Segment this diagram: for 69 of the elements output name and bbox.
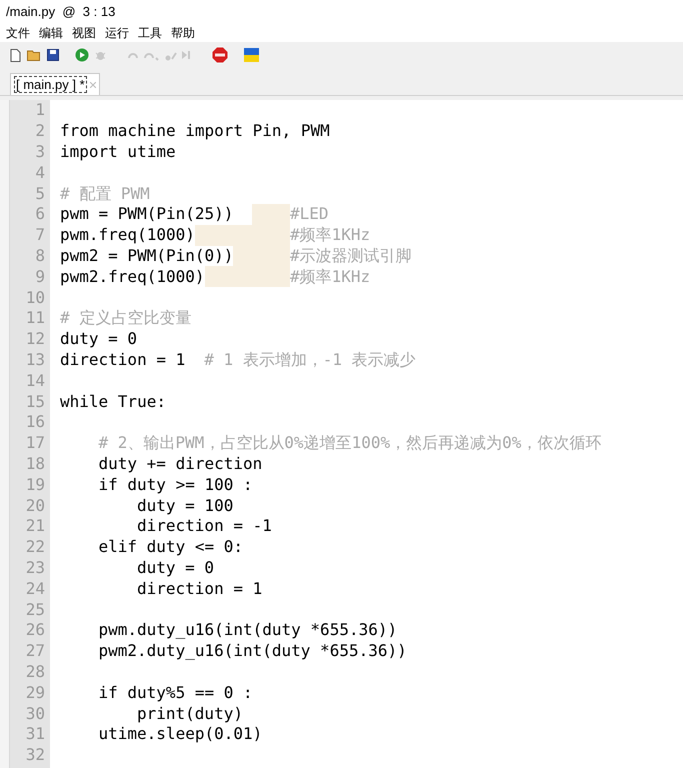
line-number: 2 [35, 120, 45, 142]
line-number: 12 [26, 328, 45, 350]
line-number: 26 [26, 619, 45, 642]
code-comment: # 定义占空比变量 [60, 307, 192, 330]
line-number: 8 [35, 245, 45, 267]
line-number: 16 [26, 411, 45, 434]
code-line: pwm2 = PWM(Pin(0)) [60, 245, 234, 267]
menu-item: 编辑 [39, 25, 63, 42]
code-comment: #频率1KHz [290, 266, 370, 288]
menu-item: 运行 [105, 25, 129, 42]
line-number: 4 [35, 162, 45, 184]
line-number: 6 [35, 203, 45, 226]
code-line: duty = 100 [137, 494, 234, 517]
menu-item: 文件 [6, 25, 30, 42]
code-line: pwm2.duty_u16(int(duty *655.36)) [98, 640, 407, 662]
code-line: elif duty <= 0: [98, 536, 243, 558]
code-line: import utime [60, 141, 176, 163]
code-comment: # 配置 PWM [60, 182, 150, 205]
line-number: 10 [26, 286, 45, 309]
line-number: 15 [26, 390, 45, 413]
code-comment: #频率1KHz [290, 224, 370, 246]
editor-tab: [ main.py ] * [10, 73, 100, 95]
line-number: 11 [26, 307, 45, 330]
code-line: duty += direction [98, 453, 262, 475]
line-number: 13 [26, 349, 45, 371]
menu-item: 帮助 [171, 25, 195, 42]
line-number: 30 [26, 702, 45, 725]
line-number: 29 [26, 682, 45, 704]
line-number: 32 [26, 744, 45, 766]
menu-item: 工具 [138, 25, 162, 42]
code-line: if duty >= 100 : [98, 474, 253, 496]
line-number: 28 [26, 661, 45, 683]
line-number: 20 [26, 494, 45, 517]
line-number: 9 [35, 266, 45, 288]
line-number: 27 [26, 640, 45, 662]
code-line: pwm2.freq(1000) [60, 266, 204, 288]
line-number: 18 [26, 453, 45, 475]
code-line: print(duty) [137, 702, 243, 725]
code-line: direction = 1 [60, 349, 186, 371]
line-number: 24 [26, 578, 45, 600]
code-comment: # 2、输出PWM，占空比从0%递增至100%，然后再递减为0%，依次循环 [98, 432, 602, 454]
line-number: 31 [26, 723, 45, 746]
line-number: 5 [35, 182, 45, 205]
line-number: 25 [26, 598, 45, 621]
code-line: duty = 0 [137, 557, 214, 579]
line-number: 22 [26, 536, 45, 558]
line-number: 23 [26, 557, 45, 579]
code-comment: #LED [290, 203, 329, 226]
line-number: 19 [26, 474, 45, 496]
code-line: if duty%5 == 0 : [98, 682, 253, 704]
code-comment: # 1 表示增加，-1 表示减少 [204, 349, 416, 371]
code-line: from machine import Pin, PWM [60, 120, 330, 142]
line-number: 21 [26, 515, 45, 538]
code-line: pwm.duty_u16(int(duty *655.36)) [98, 619, 398, 642]
menu-item: 视图 [72, 25, 96, 42]
code-line: direction = 1 [137, 578, 262, 600]
window-title: /main.py @ 3 : 13 [6, 3, 116, 22]
code-line: utime.sleep(0.01) [98, 723, 262, 746]
line-number: 7 [35, 224, 45, 246]
code-comment: #示波器测试引脚 [290, 245, 412, 267]
code-line: direction = -1 [137, 515, 272, 538]
code-line: pwm.freq(1000) [60, 224, 195, 246]
line-number: 3 [35, 141, 45, 163]
line-number: 1 [35, 99, 45, 122]
code-line: while True: [60, 390, 166, 413]
code-line: pwm = PWM(Pin(25)) [60, 203, 234, 226]
code-line: duty = 0 [60, 328, 138, 350]
line-number: 14 [26, 370, 45, 392]
line-number: 17 [26, 432, 45, 454]
